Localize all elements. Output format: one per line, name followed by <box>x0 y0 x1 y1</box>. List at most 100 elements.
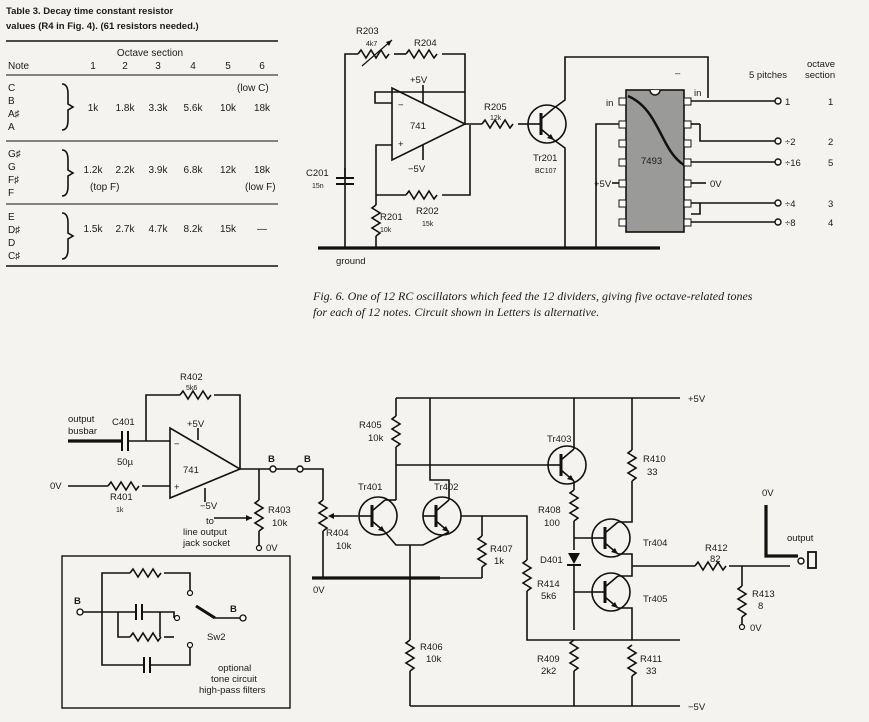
r402-label: R402 <box>180 372 203 383</box>
ic-0v: 0V <box>710 179 722 190</box>
tr201-label: Tr201 <box>533 153 557 164</box>
r414-label: R414 <box>537 579 560 590</box>
r412-label: R412 <box>705 543 728 554</box>
table-note: A♯ <box>8 109 20 120</box>
r406-label: R406 <box>420 642 443 653</box>
tr404-transistor <box>590 517 632 559</box>
inset-terminal <box>239 614 247 622</box>
tr405-label: Tr405 <box>643 594 667 605</box>
opamp-plus5: +5V <box>410 75 428 86</box>
section-number: 1 <box>828 97 833 108</box>
ic-pin <box>618 218 627 227</box>
divider-label: ÷16 <box>785 158 801 169</box>
table-brace <box>61 212 75 260</box>
d401-label: D401 <box>540 555 563 566</box>
r401-resistor <box>107 480 140 492</box>
table-cell: 2.7k <box>116 224 136 235</box>
divider-label: 1 <box>785 97 790 108</box>
wire <box>526 591 680 641</box>
table-col-note: Note <box>8 61 30 72</box>
table-cell: 3.3k <box>149 103 169 114</box>
plus-symbol: + <box>174 482 180 493</box>
r204-label: R204 <box>414 38 437 49</box>
section-number: 4 <box>828 218 833 229</box>
r408-label: R408 <box>538 505 561 516</box>
table-cell: 15k <box>220 224 237 235</box>
table-note: F♯ <box>8 175 19 186</box>
b-terminal <box>296 465 304 473</box>
fig6-caption-line1: Fig. 6. One of 12 RC oscillators which f… <box>312 289 753 303</box>
table-note: A <box>8 122 15 133</box>
output-amplifier: +5V −5V 0V output busbar C401 50µ R402 5… <box>50 372 817 713</box>
wire <box>117 612 130 638</box>
b-label: B <box>304 454 311 465</box>
inset-b-left: B <box>74 596 81 607</box>
ic-pin <box>683 139 692 148</box>
r402-resistor <box>179 389 212 401</box>
table-cell: 3.9k <box>149 165 169 176</box>
wire <box>142 611 175 618</box>
table-note: B <box>8 96 15 107</box>
r411-value: 33 <box>646 666 657 677</box>
table-note-left: (top F) <box>90 182 119 193</box>
table-cell: 6.8k <box>184 165 204 176</box>
r203-value: 4k7 <box>366 41 377 48</box>
minus-symbol: − <box>398 100 404 111</box>
pitches-header: 5 pitches <box>749 70 787 81</box>
inset-caption-1: optional <box>218 663 251 674</box>
ic-internal-link <box>627 94 685 167</box>
c401-label: C401 <box>112 417 135 428</box>
r204-resistor <box>405 48 438 60</box>
switch-contact <box>173 614 181 622</box>
r403-label: R403 <box>268 505 291 516</box>
r205-value: 12k <box>490 115 502 122</box>
inset-terminal <box>76 608 84 616</box>
ov-rail-label: 0V <box>313 585 325 596</box>
ov-terminal <box>255 544 263 552</box>
ic-in-left: in <box>606 98 613 109</box>
wire <box>618 553 633 566</box>
switch-blade <box>195 604 216 620</box>
table-col-num: 3 <box>155 61 161 72</box>
ic-pin <box>618 139 627 148</box>
ic-pin <box>683 218 692 227</box>
table-cell: 1.5k <box>84 224 104 235</box>
to-label-2: line output <box>183 527 227 538</box>
table-note: G <box>8 162 16 173</box>
plus-symbol: + <box>398 139 404 150</box>
table-cell: 10k <box>220 103 237 114</box>
output-terminal <box>774 199 782 207</box>
ic-pin <box>683 179 692 188</box>
table-col-octave: Octave section <box>117 48 183 59</box>
wire <box>145 394 180 441</box>
r202-resistor <box>405 189 438 201</box>
r405-resistor <box>390 415 402 448</box>
r411-label: R411 <box>640 654 662 665</box>
d401-diode <box>568 553 580 564</box>
tr402-transistor <box>421 495 463 537</box>
ic-notch <box>649 89 661 96</box>
section-header: section <box>805 70 835 81</box>
table-cell: 1.2k <box>84 165 104 176</box>
table-cell: 1.8k <box>116 103 136 114</box>
table-cell: 1k <box>88 103 100 114</box>
arrow-head <box>328 513 334 519</box>
wire <box>374 91 465 104</box>
arrow-head <box>246 515 252 521</box>
tr401-label: Tr401 <box>358 482 382 493</box>
r413-label: R413 <box>752 589 775 600</box>
output-ground-wire <box>764 505 798 558</box>
ov-terminal <box>738 623 746 631</box>
r404-label: R404 <box>326 528 349 539</box>
tr201-transistor <box>526 103 568 145</box>
output-ov-label: 0V <box>762 488 774 499</box>
wire <box>375 144 392 205</box>
r201-value: 10k <box>380 227 392 234</box>
ic-pin <box>618 158 627 167</box>
r203-label: R203 <box>356 26 379 37</box>
output-label: output <box>787 533 814 544</box>
r412-value: 82 <box>710 554 721 565</box>
r413-value: 8 <box>758 601 763 612</box>
sw2-label: Sw2 <box>207 632 225 643</box>
